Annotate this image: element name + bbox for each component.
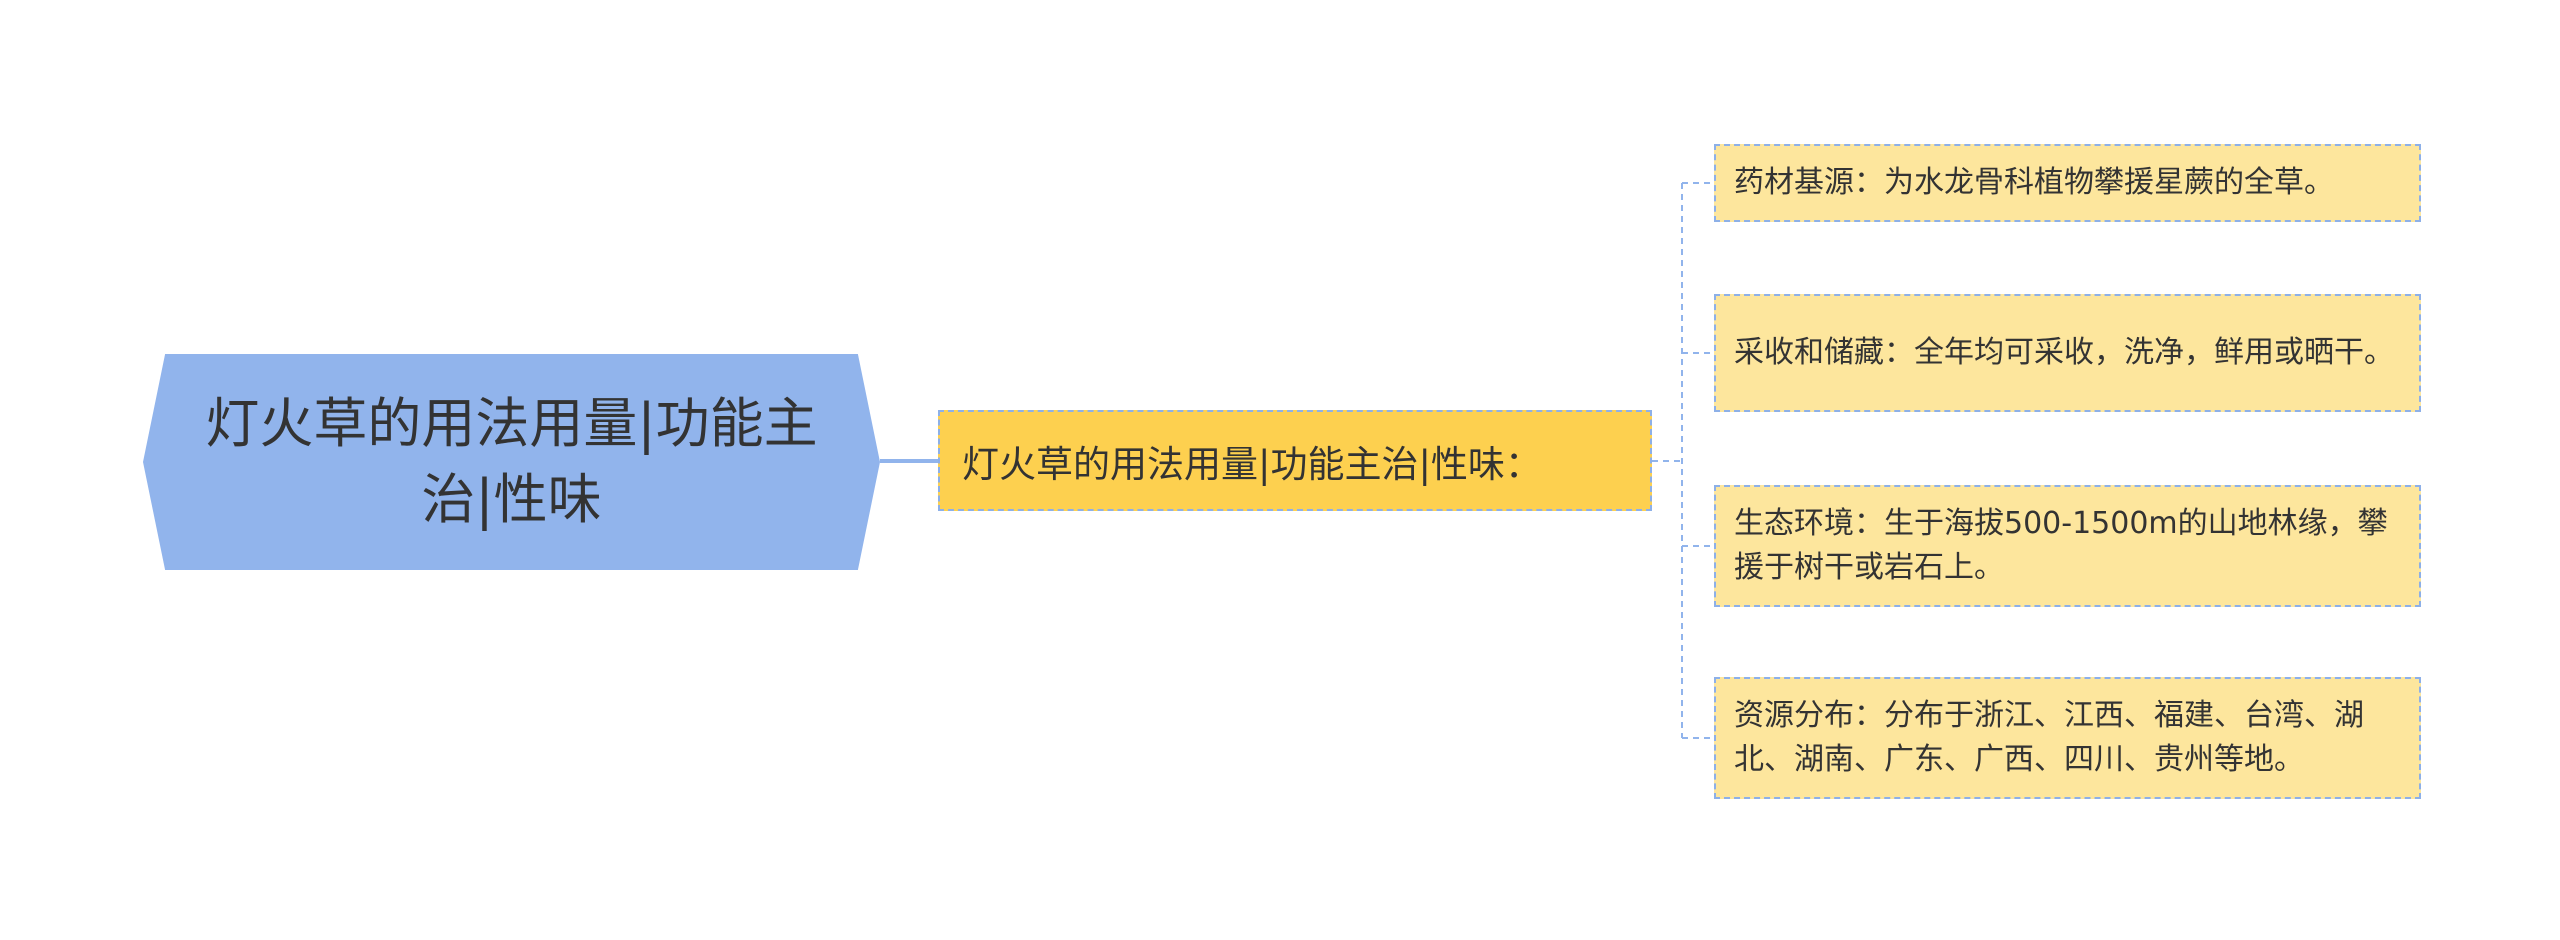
- leaf-node-habitat[interactable]: 生态环境：生于海拔500-1500m的山地林缘，攀援于树干或岩石上。: [1714, 485, 2421, 607]
- leaf-text-source: 药材基源：为水龙骨科植物攀援星蕨的全草。: [1734, 165, 2334, 200]
- root-topic-node[interactable]: 灯火草的用法用量|功能主治|性味: [143, 354, 880, 570]
- branch-topic-node[interactable]: 灯火草的用法用量|功能主治|性味：: [938, 410, 1652, 511]
- root-topic-text: 灯火草的用法用量|功能主治|性味: [205, 392, 818, 531]
- leaf-node-source[interactable]: 药材基源：为水龙骨科植物攀援星蕨的全草。: [1714, 144, 2421, 222]
- leaf-node-harvest-storage[interactable]: 采收和储藏：全年均可采收，洗净，鲜用或晒干。: [1714, 294, 2421, 412]
- branch-topic-text: 灯火草的用法用量|功能主治|性味：: [962, 442, 1542, 486]
- leaf-text-harvest-storage: 采收和储藏：全年均可采收，洗净，鲜用或晒干。: [1734, 335, 2394, 370]
- leaf-text-habitat: 生态环境：生于海拔500-1500m的山地林缘，攀援于树干或岩石上。: [1734, 506, 2388, 585]
- leaf-text-distribution: 资源分布：分布于浙江、江西、福建、台湾、湖北、湖南、广东、广西、四川、贵州等地。: [1734, 698, 2364, 777]
- leaf-node-distribution[interactable]: 资源分布：分布于浙江、江西、福建、台湾、湖北、湖南、广东、广西、四川、贵州等地。: [1714, 677, 2421, 799]
